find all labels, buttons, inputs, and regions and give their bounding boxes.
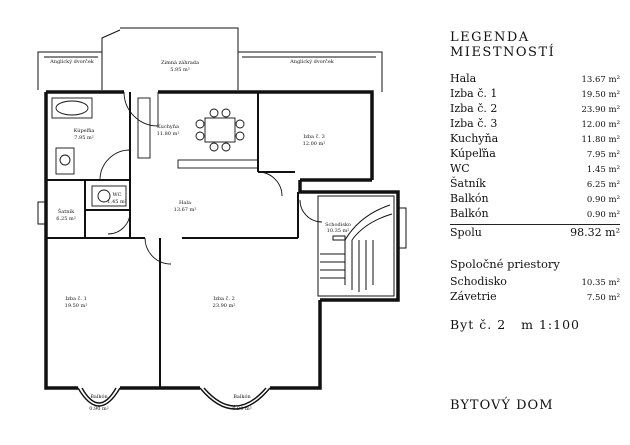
legend-name: WC bbox=[450, 162, 470, 175]
bathroom-fixtures bbox=[51, 97, 127, 207]
label-hall: Hala bbox=[179, 200, 191, 206]
legend-row: Izba č. 1 19.50 m² bbox=[450, 87, 620, 102]
window-left bbox=[37, 201, 47, 225]
common-space-area: 7.50 m² bbox=[586, 293, 620, 303]
legend-area: 11.80 m² bbox=[581, 135, 620, 145]
legend-divider bbox=[450, 224, 620, 225]
legend-total: Spolu 98.32 m² bbox=[450, 226, 620, 241]
staircase bbox=[317, 195, 395, 297]
area-balcony2: 0.90 m² bbox=[232, 406, 251, 412]
legend-name: Hala bbox=[450, 72, 477, 85]
legend-name: Kuchyňa bbox=[450, 132, 499, 145]
legend-area: 7.95 m² bbox=[586, 150, 620, 160]
label-balcony2: Balkón bbox=[233, 393, 251, 400]
common-space-name: Závetrie bbox=[450, 290, 497, 303]
legend-area: 0.90 m² bbox=[586, 210, 620, 220]
legend-area: 12.00 m² bbox=[581, 120, 620, 130]
label-stairs: Schodisko bbox=[325, 222, 351, 228]
label-winter-garden: Zimná záhrada bbox=[161, 59, 199, 66]
legend-rows: Hala 13.67 m² Izba č. 1 19.50 m² Izba č. 2 23… bbox=[450, 72, 620, 222]
legend-total-label: Spolu bbox=[450, 226, 482, 239]
area-wc: 1.45 m² bbox=[107, 199, 126, 205]
legend-row: Balkón 0.90 m² bbox=[450, 207, 620, 222]
scale-label: m 1:100 bbox=[521, 317, 580, 332]
area-stairs: 10.35 m² bbox=[327, 228, 350, 234]
legend-area: 1.45 m² bbox=[586, 165, 620, 175]
room-legend: LEGENDA MIESTNOSTÍ Hala 13.67 m² Izba č. 1… bbox=[450, 30, 620, 332]
legend-name: Izba č. 2 bbox=[450, 102, 498, 115]
legend-row: Izba č. 2 23.90 m² bbox=[450, 102, 620, 117]
legend-row: Hala 13.67 m² bbox=[450, 72, 620, 87]
area-room2: 23.90 m² bbox=[213, 303, 236, 309]
door-swings bbox=[99, 91, 323, 265]
common-space-name: Schodisko bbox=[450, 275, 507, 288]
legend-title: LEGENDA MIESTNOSTÍ bbox=[450, 30, 556, 60]
legend-name: Izba č. 3 bbox=[450, 117, 498, 130]
legend-area: 6.25 m² bbox=[586, 180, 620, 190]
label-balcony1: Balkón bbox=[90, 393, 108, 400]
legend-total-value: 98.32 m² bbox=[570, 226, 620, 239]
area-bathroom: 7.95 m² bbox=[74, 135, 93, 141]
legend-area: 19.50 m² bbox=[581, 90, 620, 100]
legend-name: Kúpeľňa bbox=[450, 147, 496, 160]
legend-area: 23.90 m² bbox=[581, 105, 620, 115]
legend-name: Balkón bbox=[450, 207, 489, 220]
label-bathroom: Kúpeľňa bbox=[74, 127, 95, 134]
building-label: BYTOVÝ DOM bbox=[450, 398, 554, 413]
area-hall: 13.67 m² bbox=[174, 207, 197, 213]
common-spaces-title: Spoločné priestory bbox=[450, 257, 560, 271]
area-room3: 12.00 m² bbox=[303, 141, 326, 147]
legend-row: Balkón 0.90 m² bbox=[450, 192, 620, 207]
window-right bbox=[397, 207, 407, 249]
label-courtyard-left: Anglický dvorček bbox=[49, 58, 95, 65]
legend-row: Šatník 6.25 m² bbox=[450, 177, 620, 192]
label-closet: Šatník bbox=[58, 207, 75, 215]
legend-area: 0.90 m² bbox=[586, 195, 620, 205]
legend-row: Kúpeľňa 7.95 m² bbox=[450, 147, 620, 162]
common-space-area: 10.35 m² bbox=[581, 278, 620, 288]
area-kitchen: 11.80 m² bbox=[157, 131, 180, 137]
floor-plan: Anglický dvorček Zimná záhrada 5.95 m² A… bbox=[37, 27, 407, 412]
balcony-bays bbox=[77, 387, 271, 410]
legend-name: Izba č. 1 bbox=[450, 87, 498, 100]
legend-row: Kuchyňa 11.80 m² bbox=[450, 132, 620, 147]
label-room3: Izba č. 3 bbox=[303, 133, 325, 140]
legend-row: WC 1.45 m² bbox=[450, 162, 620, 177]
common-space-row: Schodisko 10.35 m² bbox=[450, 275, 620, 290]
label-room2: Izba č. 2 bbox=[213, 295, 235, 302]
apartment-scale: Byt č. 2 m 1:100 bbox=[450, 317, 580, 332]
interior-walls bbox=[46, 92, 299, 388]
legend-name: Balkón bbox=[450, 192, 489, 205]
label-courtyard-right: Anglický dvorček bbox=[289, 58, 335, 65]
label-room1: Izba č. 1 bbox=[65, 295, 87, 302]
area-room1: 19.50 m² bbox=[65, 303, 88, 309]
area-winter-garden: 5.95 m² bbox=[170, 67, 189, 73]
area-closet: 6.25 m² bbox=[56, 216, 75, 222]
legend-row: Izba č. 3 12.00 m² bbox=[450, 117, 620, 132]
legend-area: 13.67 m² bbox=[581, 75, 620, 85]
courtyard-outlines bbox=[37, 27, 383, 92]
kitchen-furniture bbox=[137, 97, 259, 169]
outer-walls bbox=[44, 90, 400, 390]
area-balcony1: 0.90 m² bbox=[89, 406, 108, 412]
label-wc: WC bbox=[113, 192, 122, 198]
legend-name: Šatník bbox=[450, 177, 486, 190]
common-spaces-rows: Schodisko 10.35 m² Závetrie 7.50 m² bbox=[450, 275, 620, 305]
apartment-label: Byt č. 2 bbox=[450, 317, 507, 332]
common-space-row: Závetrie 7.50 m² bbox=[450, 290, 620, 305]
label-kitchen: Kuchyňa bbox=[157, 123, 179, 130]
